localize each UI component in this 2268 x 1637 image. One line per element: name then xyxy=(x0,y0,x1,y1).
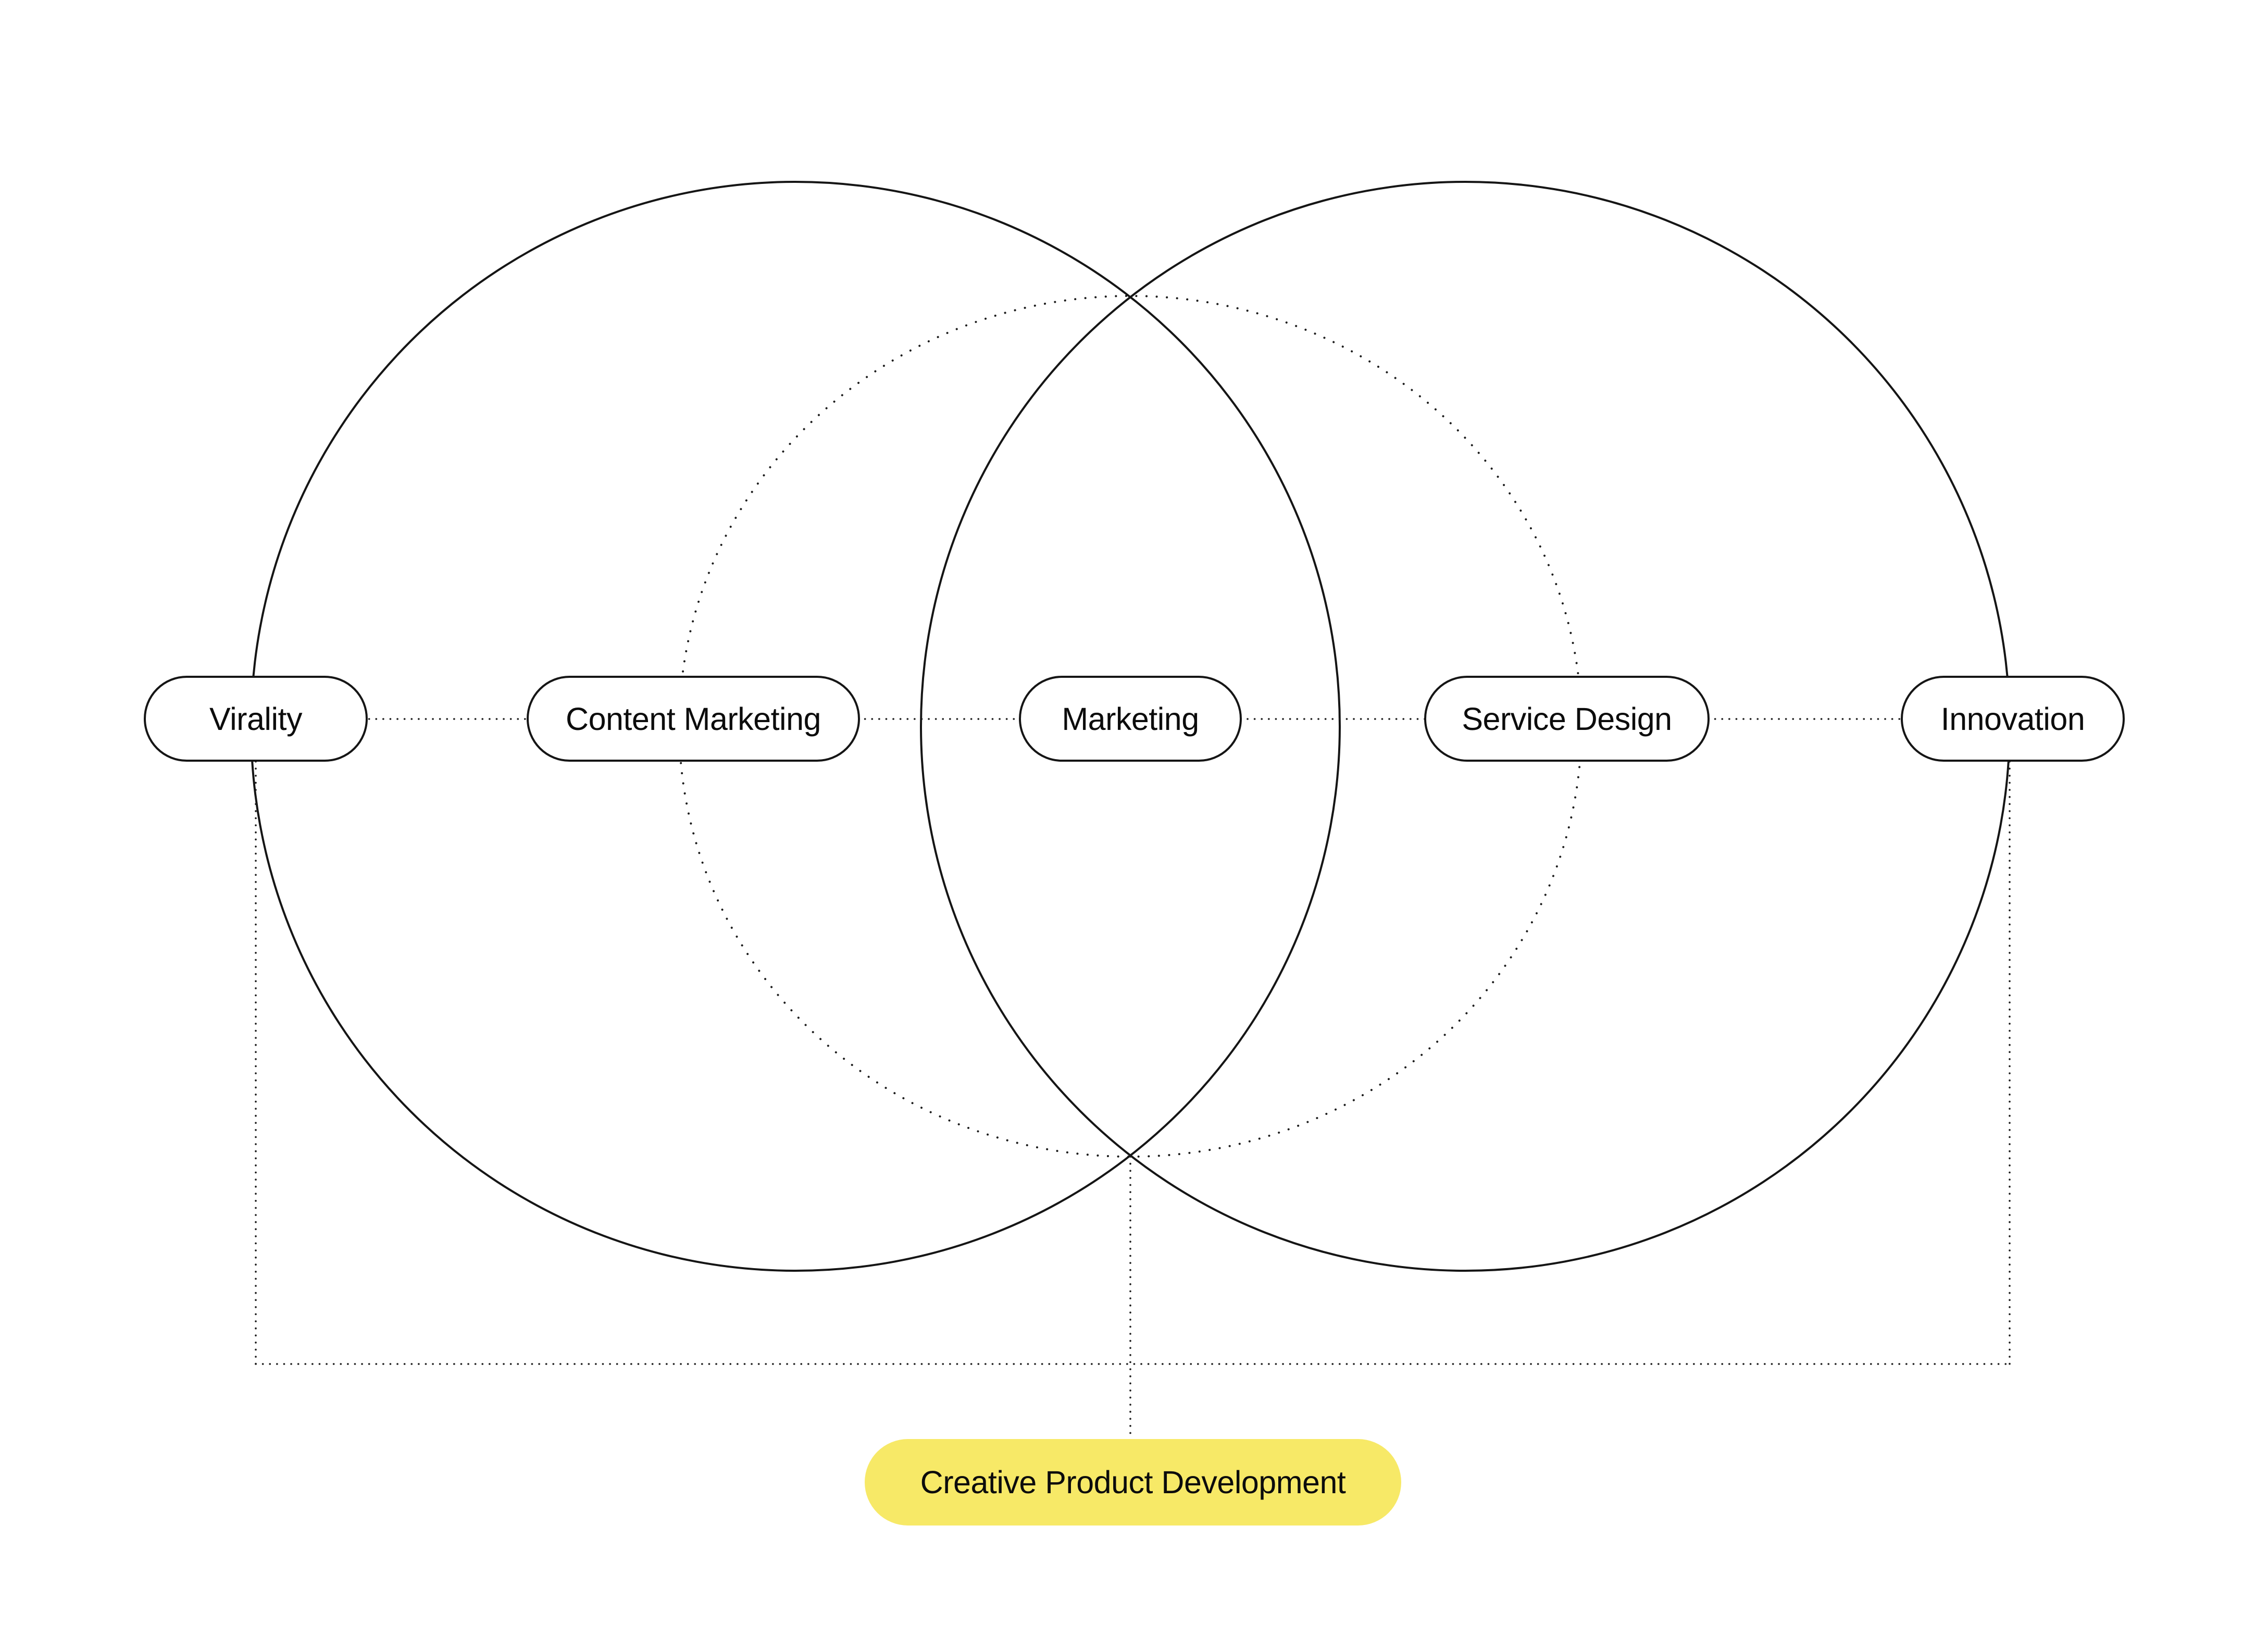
node-innovation-label: Innovation xyxy=(1940,701,2085,737)
node-creative-product-development-label: Creative Product Development xyxy=(920,1465,1346,1500)
node-creative-product-development[interactable]: Creative Product Development xyxy=(865,1439,1401,1526)
node-service-design[interactable]: Service Design xyxy=(1424,676,1710,762)
node-virality-label: Virality xyxy=(209,701,302,737)
node-content-marketing-label: Content Marketing xyxy=(566,701,821,737)
node-marketing-label: Marketing xyxy=(1062,701,1199,737)
node-content-marketing[interactable]: Content Marketing xyxy=(527,676,860,762)
node-innovation[interactable]: Innovation xyxy=(1901,676,2125,762)
node-virality[interactable]: Virality xyxy=(144,676,368,762)
node-marketing[interactable]: Marketing xyxy=(1019,676,1242,762)
node-service-design-label: Service Design xyxy=(1462,701,1672,737)
